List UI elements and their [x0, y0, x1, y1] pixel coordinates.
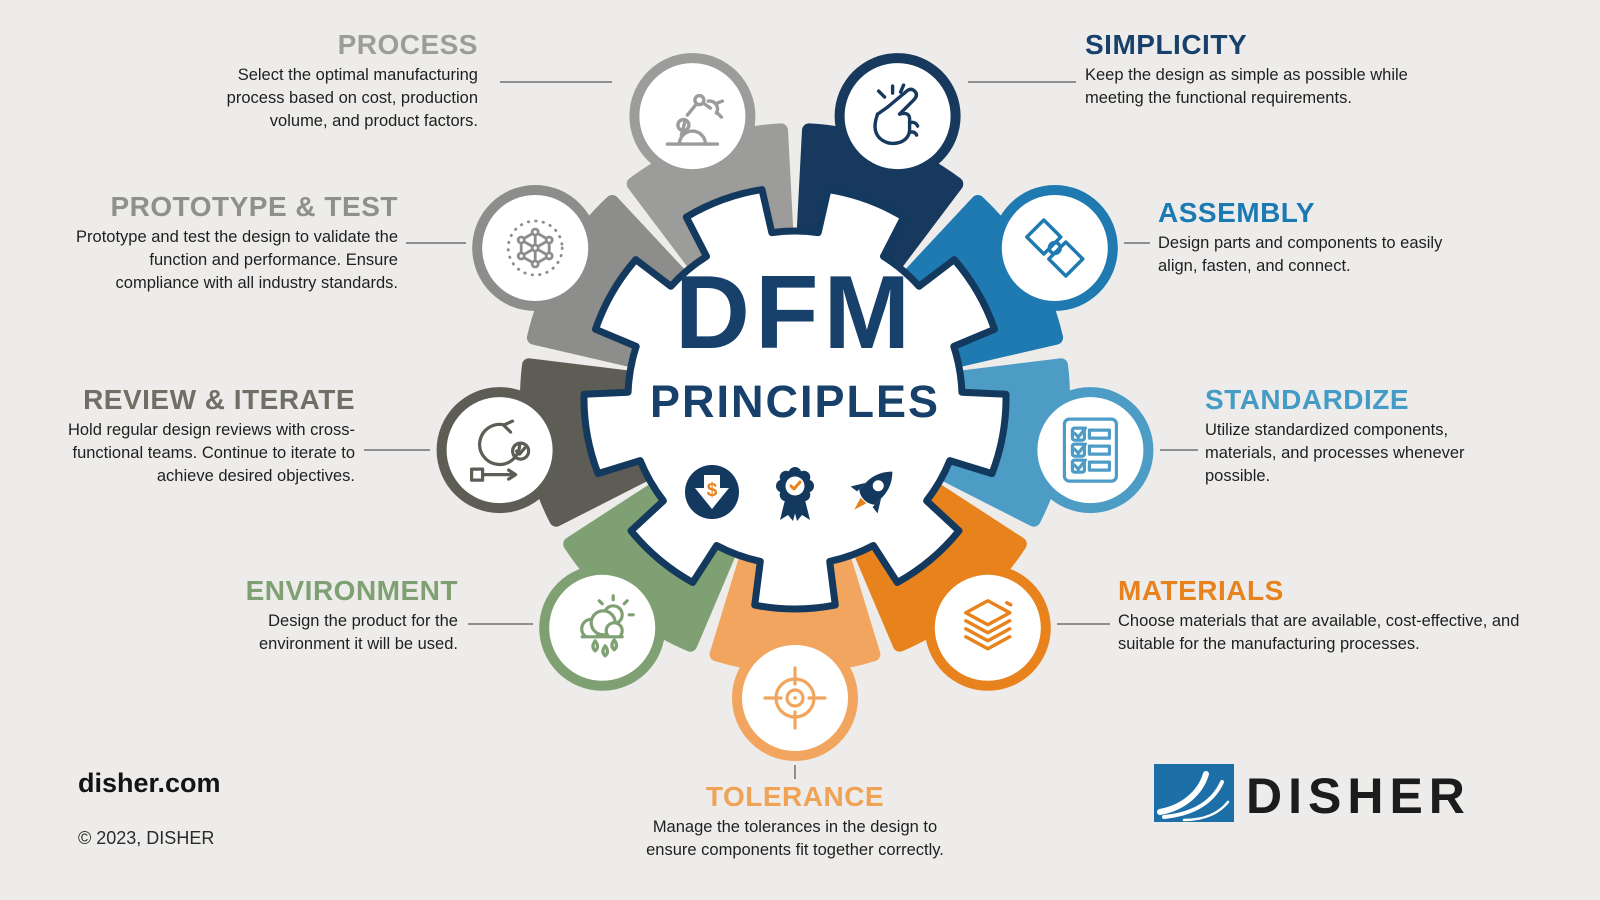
gear-title-top: DFM	[674, 255, 916, 371]
svg-text:$: $	[707, 480, 718, 501]
segment-label-simplicity: SIMPLICITY Keep the design as simple as …	[1085, 30, 1445, 110]
segment-simplicity-desc: Keep the design as simple as possible wh…	[1085, 66, 1408, 108]
segment-environment-desc: Design the product for the environment i…	[258, 612, 458, 654]
rocket-icon	[850, 471, 893, 514]
segment-assembly-title: ASSEMBLY	[1158, 197, 1316, 228]
segment-tolerance-desc: Manage the tolerances in the design to e…	[646, 818, 944, 860]
segment-standardize-desc: Utilize standardized components, materia…	[1205, 421, 1465, 485]
wave-swoosh-icon	[1157, 771, 1230, 822]
gear-title: DFM PRINCIPLES	[595, 255, 995, 428]
segment-tolerance-title: TOLERANCE	[705, 781, 885, 812]
icon-disc-simplicity	[844, 63, 951, 170]
website-link[interactable]: disher.com	[78, 768, 221, 798]
icon-disc-materials	[934, 574, 1041, 681]
segment-label-materials: MATERIALS Choose materials that are avai…	[1118, 576, 1558, 656]
segment-simplicity-title: SIMPLICITY	[1085, 29, 1248, 60]
segment-prototype-desc: Prototype and test the design to validat…	[76, 228, 398, 292]
segment-label-environment: ENVIRONMENT Design the product for the e…	[223, 576, 458, 656]
cost-reduction-icon: $	[685, 465, 739, 519]
segment-materials-desc: Choose materials that are available, cos…	[1118, 612, 1520, 654]
segment-label-process: PROCESS Select the optimal manufacturing…	[206, 30, 478, 133]
segment-environment-title: ENVIRONMENT	[245, 575, 458, 606]
segment-materials-title: MATERIALS	[1118, 575, 1284, 606]
connector-lines	[364, 81, 1198, 779]
segment-label-review: REVIEW & ITERATE Hold regular design rev…	[45, 385, 355, 488]
icon-disc-assembly	[1001, 195, 1108, 301]
icon-disc-review	[446, 397, 553, 504]
segment-label-assembly: ASSEMBLY Design parts and components to …	[1158, 198, 1463, 278]
segment-process-desc: Select the optimal manufacturing process…	[226, 66, 478, 130]
segment-review-desc: Hold regular design reviews with cross-f…	[67, 421, 355, 485]
segment-label-tolerance: TOLERANCE Manage the tolerances in the d…	[627, 782, 963, 862]
segment-review-title: REVIEW & ITERATE	[83, 384, 355, 415]
icon-disc-process	[639, 63, 746, 170]
gear-title-bottom: PRINCIPLES	[649, 375, 941, 427]
quality-award-icon	[776, 467, 814, 521]
segment-label-standardize: STANDARDIZE Utilize standardized compone…	[1205, 385, 1467, 488]
segment-prototype-title: PROTOTYPE & TEST	[110, 191, 398, 222]
disher-logo-text: DISHER	[1246, 768, 1471, 824]
copyright-text: © 2023, DISHER	[78, 828, 215, 848]
gear-center-icons: $	[685, 465, 893, 521]
segment-process-title: PROCESS	[337, 29, 478, 60]
segment-standardize-title: STANDARDIZE	[1205, 384, 1410, 415]
disher-logo: DISHER	[1154, 764, 1471, 824]
segment-assembly-desc: Design parts and components to easily al…	[1158, 234, 1443, 276]
segment-label-prototype: PROTOTYPE & TEST Prototype and test the …	[63, 192, 398, 295]
